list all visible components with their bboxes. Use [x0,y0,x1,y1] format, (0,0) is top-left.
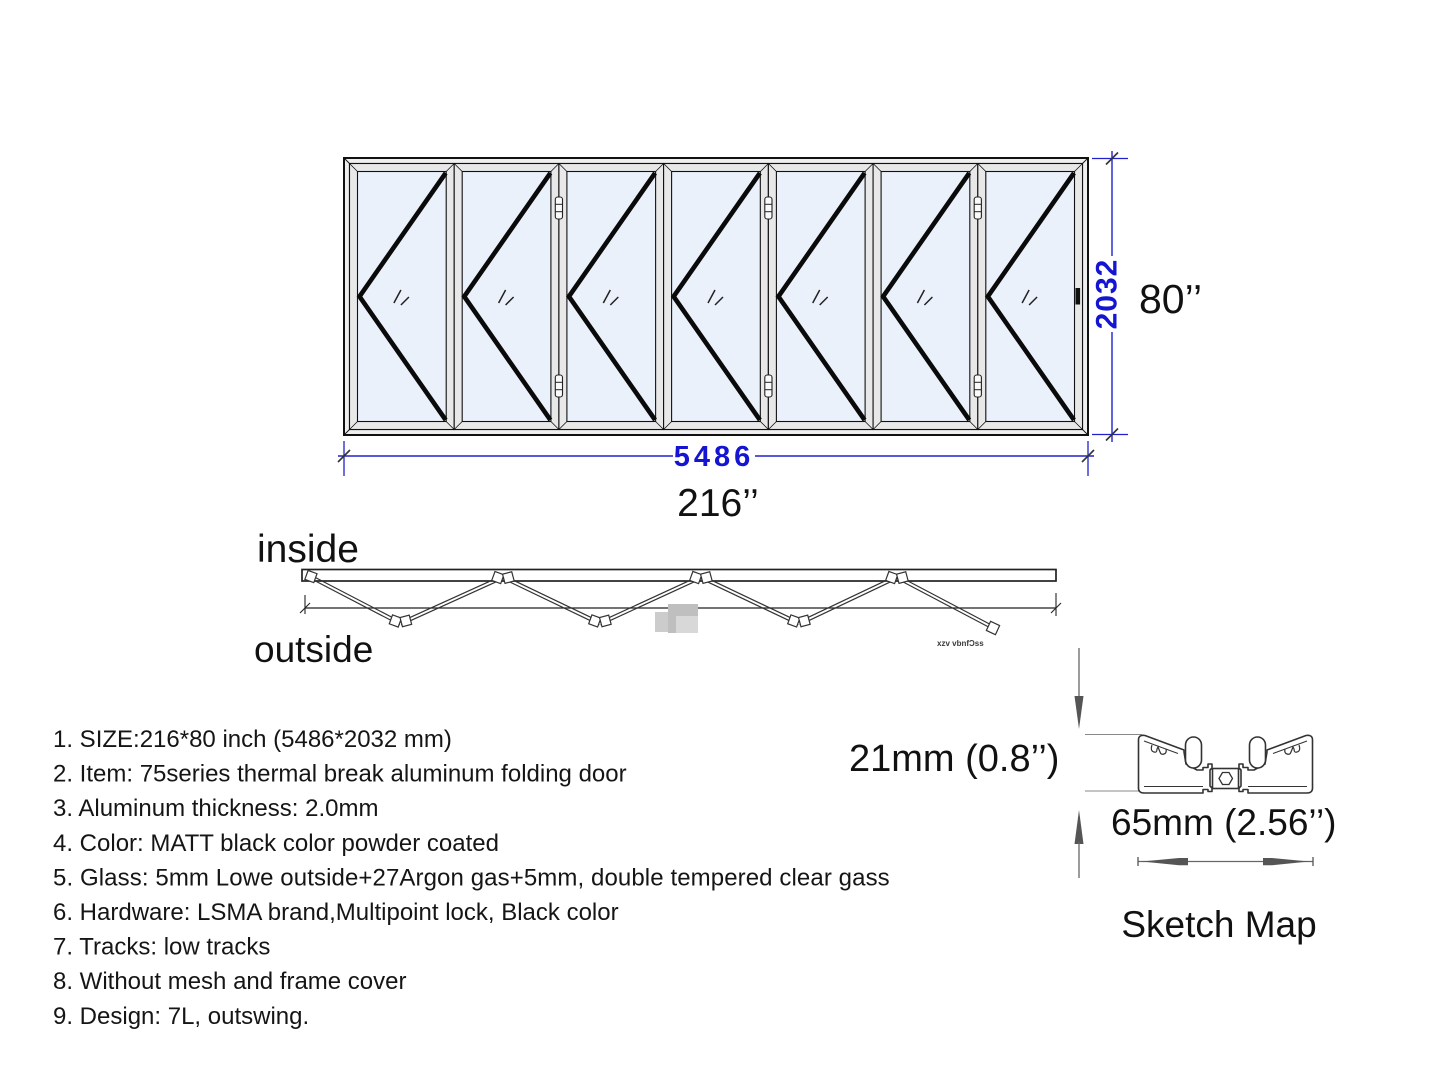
svg-text:216’’: 216’’ [677,482,759,525]
svg-text:2. Item: 75series thermal brea: 2. Item: 75series thermal break aluminum… [53,761,627,788]
svg-text:6. Hardware: LSMA brand,Multip: 6. Hardware: LSMA brand,Multipoint lock,… [53,899,619,926]
svg-text:5. Glass: 5mm Lowe outside+27A: 5. Glass: 5mm Lowe outside+27Argon gas+5… [53,864,890,891]
svg-text:3. Aluminum thickness: 2.0mm: 3. Aluminum thickness: 2.0mm [53,795,378,822]
svg-text:1. SIZE:216*80 inch (5486*2032: 1. SIZE:216*80 inch (5486*2032 mm) [53,726,452,753]
svg-text:65mm (2.56’’): 65mm (2.56’’) [1111,802,1337,843]
svg-text:4. Color: MATT black color pow: 4. Color: MATT black color powder coated [53,830,499,857]
svg-text:2032: 2032 [1091,259,1124,330]
svg-text:Sketch Map: Sketch Map [1121,904,1316,945]
svg-text:inside: inside [257,528,359,571]
svg-text:8. Without mesh and frame cove: 8. Without mesh and frame cover [53,968,406,995]
svg-text:outside: outside [254,629,373,670]
svg-text:9. Design: 7L, outswing.: 9. Design: 7L, outswing. [53,1003,309,1030]
svg-text:7. Tracks: low tracks: 7. Tracks: low tracks [53,934,270,961]
svg-text:xzv vbnfƆss: xzv vbnfƆss [937,639,984,648]
svg-text:21mm (0.8’’): 21mm (0.8’’) [849,738,1059,780]
svg-text:80’’: 80’’ [1139,276,1202,322]
svg-text:5486: 5486 [674,441,755,473]
